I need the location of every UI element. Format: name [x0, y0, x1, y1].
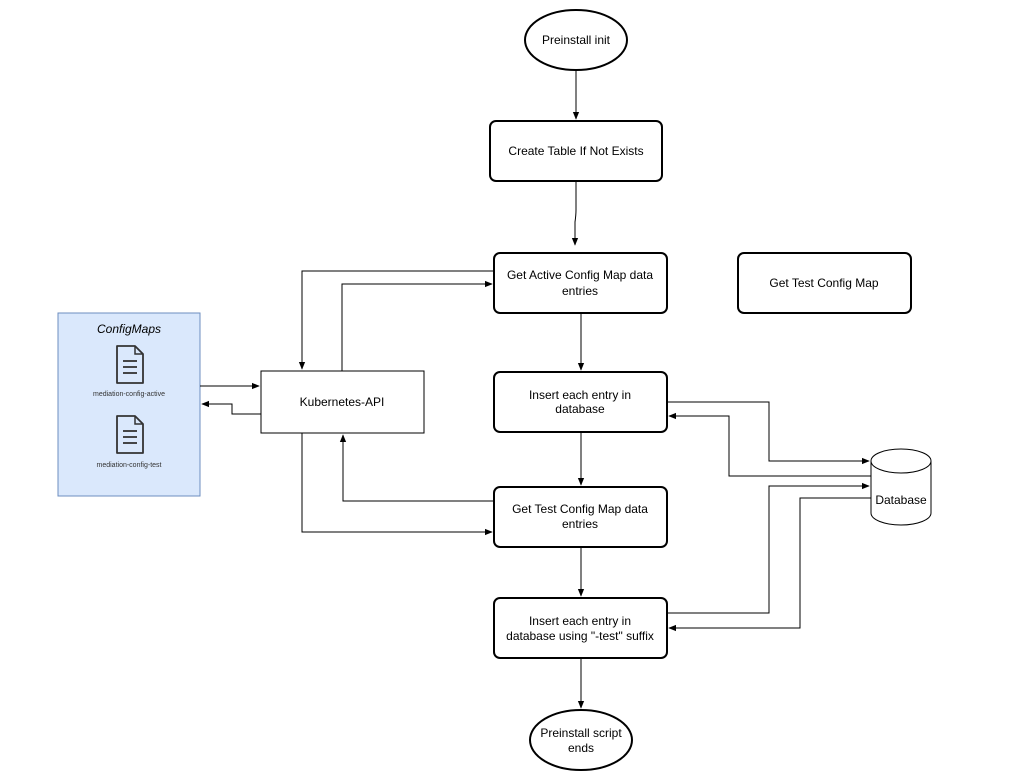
- svg-text:Insert each entry in: Insert each entry in: [529, 614, 631, 628]
- insert-test-node: Insert each entry in database using "-te…: [493, 597, 668, 659]
- svg-text:Kubernetes-API: Kubernetes-API: [300, 395, 385, 409]
- edge-insert-test-to-db: [667, 482, 870, 614]
- svg-text:Database: Database: [875, 493, 927, 507]
- svg-text:Create Table If Not Exists: Create Table If Not Exists: [508, 144, 643, 158]
- svg-text:entries: entries: [562, 517, 598, 531]
- svg-text:Insert each entry in: Insert each entry in: [529, 388, 631, 402]
- edge-get-active-to-k8s: [298, 270, 494, 370]
- edge-insert-active-to-db: [667, 401, 870, 465]
- svg-text:Get Test Config Map: Get Test Config Map: [769, 276, 878, 290]
- svg-text:Get Test Config Map data: Get Test Config Map data: [512, 502, 648, 516]
- insert-active-node: Insert each entry in database: [493, 371, 668, 433]
- kubernetes-api-node: Kubernetes-API: [260, 370, 425, 434]
- svg-text:Get Active Config Map data: Get Active Config Map data: [507, 268, 653, 282]
- configmaps-title: ConfigMaps: [97, 322, 161, 336]
- start-node: Preinstall init: [524, 9, 628, 71]
- svg-text:Preinstall script: Preinstall script: [540, 726, 622, 740]
- edge-k8s-to-configmaps: [201, 400, 261, 415]
- get-active-config-node: Get Active Config Map data entries: [493, 252, 668, 314]
- get-test-config-standalone-node: Get Test Config Map: [737, 252, 912, 314]
- edge-db-to-insert-active: [668, 412, 871, 477]
- edge-get-test-to-k8s: [339, 434, 494, 502]
- end-node: Preinstall script ends: [529, 709, 633, 771]
- configmaps-group: ConfigMaps mediation-config-active media…: [57, 312, 201, 497]
- configmap-file-test: mediation-config-test: [97, 462, 162, 469]
- svg-text:ends: ends: [568, 741, 594, 755]
- document-icon: [116, 415, 144, 454]
- get-test-config-node: Get Test Config Map data entries: [493, 486, 668, 548]
- svg-text:database: database: [555, 402, 605, 416]
- create-table-node: Create Table If Not Exists: [489, 120, 663, 182]
- connectors: [200, 70, 871, 709]
- document-icon: [116, 345, 144, 384]
- edge-k8s-to-get-active: [341, 280, 493, 371]
- edge-db-to-insert-test: [668, 497, 871, 632]
- svg-text:entries: entries: [562, 284, 598, 298]
- database-node: Database: [870, 448, 932, 526]
- edge-create-to-get-active: [571, 181, 579, 246]
- configmap-file-active: mediation-config-active: [93, 391, 165, 398]
- edge-k8s-to-get-test: [301, 433, 493, 536]
- svg-text:database using "-test" suffix: database using "-test" suffix: [506, 629, 654, 643]
- svg-text:Preinstall init: Preinstall init: [542, 33, 611, 47]
